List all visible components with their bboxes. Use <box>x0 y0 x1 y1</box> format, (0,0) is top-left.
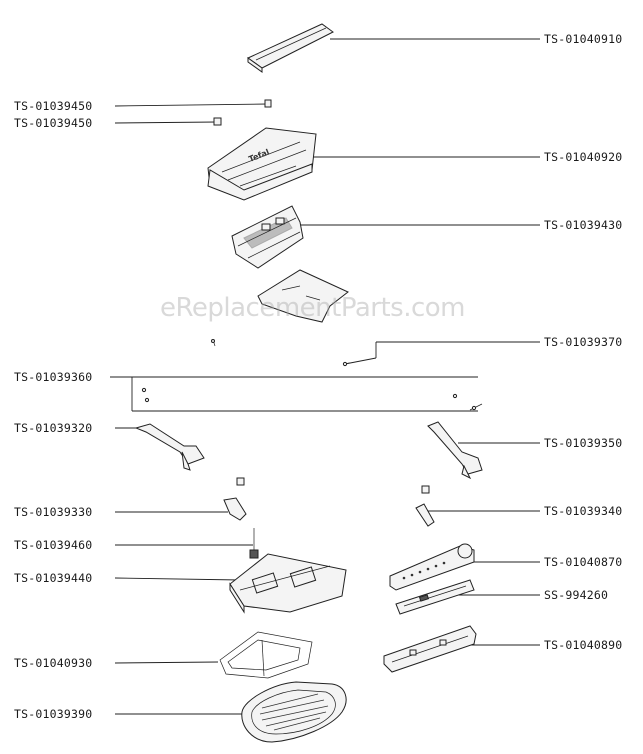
label-ts-01039460: TS-01039460 <box>14 538 93 552</box>
insulation-sheet-part <box>257 269 349 323</box>
top-cover-part: Tefal <box>207 127 317 201</box>
lower-panel-part <box>383 625 477 673</box>
leader-lines <box>110 38 540 715</box>
label-ts-01039340: TS-01039340 <box>544 504 623 518</box>
left-clip-part <box>223 477 247 521</box>
pin-part <box>211 339 351 367</box>
label-ts-01039390: TS-01039390 <box>14 707 93 721</box>
base-housing-part <box>229 553 347 614</box>
right-arm-part <box>427 421 483 480</box>
control-module-part <box>231 205 304 269</box>
right-clip-part <box>415 485 435 527</box>
sensor-part <box>249 528 259 559</box>
label-ss-994260: SS-994260 <box>544 588 609 602</box>
label-ts-01039360: TS-01039360 <box>14 370 93 384</box>
label-ts-01040920: TS-01040920 <box>544 150 623 164</box>
label-ts-01040930: TS-01040930 <box>14 656 93 670</box>
label-ts-01039320: TS-01039320 <box>14 421 93 435</box>
control-panel-part <box>389 543 475 591</box>
circuit-board-part <box>395 579 475 615</box>
watermark: eReplacementParts.com <box>160 293 466 323</box>
handle-part <box>247 23 334 73</box>
label-ts-01039350: TS-01039350 <box>544 436 623 450</box>
label-ts-01039450-upper: TS-01039450 <box>14 99 93 113</box>
grill-plate-part <box>241 681 347 743</box>
heating-element-part <box>219 631 313 679</box>
screw-part <box>213 99 272 126</box>
label-ts-01039330: TS-01039330 <box>14 505 93 519</box>
small-fasteners <box>141 387 483 411</box>
label-ts-01040910: TS-01040910 <box>544 32 623 46</box>
label-ts-01039370: TS-01039370 <box>544 335 623 349</box>
label-ts-01040870: TS-01040870 <box>544 555 623 569</box>
left-arm-part <box>134 423 205 471</box>
label-ts-01039440: TS-01039440 <box>14 571 93 585</box>
label-ts-01039450-lower: TS-01039450 <box>14 116 93 130</box>
label-ts-01039430: TS-01039430 <box>544 218 623 232</box>
label-ts-01040890: TS-01040890 <box>544 638 623 652</box>
